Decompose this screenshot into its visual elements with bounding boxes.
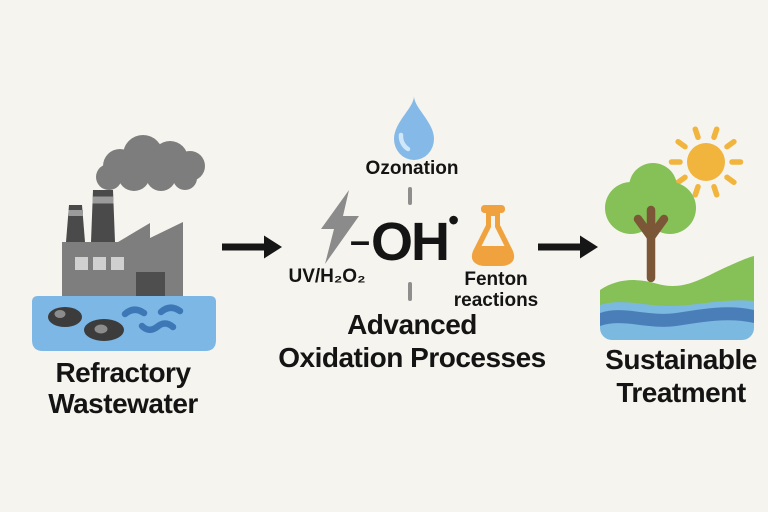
sludge-blobs <box>48 307 124 341</box>
factory-icon <box>32 135 216 351</box>
uv-h2o2-label: UV/H₂O₂ <box>288 266 366 287</box>
tree-icon <box>605 163 696 283</box>
connector-dash-top <box>408 187 412 205</box>
fenton-label-line2: reactions <box>453 290 539 311</box>
river-wave <box>600 307 754 327</box>
process-title: Advanced Oxidation Processes <box>278 308 546 374</box>
ecosystem-icon <box>600 126 754 340</box>
sun-icon <box>668 126 744 198</box>
flask-icon <box>471 205 515 266</box>
source-label: Refractory Wastewater <box>48 357 198 419</box>
factory-door <box>136 272 165 298</box>
bond-dash: – <box>350 220 371 261</box>
hydroxyl-radical: – OH • <box>350 202 459 273</box>
factory-windows <box>75 257 124 270</box>
process-title-line2: Oxidation Processes <box>278 342 546 373</box>
connector-dash-bottom <box>408 282 412 301</box>
process-title-line1: Advanced <box>347 309 477 340</box>
smoke-cloud-icon <box>96 135 205 191</box>
fenton-label-line1: Fenton <box>464 269 528 290</box>
water-waves <box>121 304 184 333</box>
fenton-label: Fenton reactions <box>454 269 538 311</box>
result-label-line2: Treatment <box>616 377 746 408</box>
result-label-line1: Sustainable <box>605 344 757 375</box>
hydroxyl-formula: OH <box>371 212 450 272</box>
flow-arrow-1 <box>222 235 282 259</box>
radical-dot: • <box>448 202 460 238</box>
water-droplet-icon <box>394 96 434 160</box>
flow-arrow-2 <box>538 235 598 259</box>
source-label-line1: Refractory <box>55 357 191 388</box>
lightning-bolt-icon <box>321 190 359 264</box>
result-label: Sustainable Treatment <box>605 343 757 409</box>
chimneys <box>66 190 115 242</box>
source-label-line2: Wastewater <box>48 388 198 419</box>
ozonation-label: Ozonation <box>365 158 459 179</box>
